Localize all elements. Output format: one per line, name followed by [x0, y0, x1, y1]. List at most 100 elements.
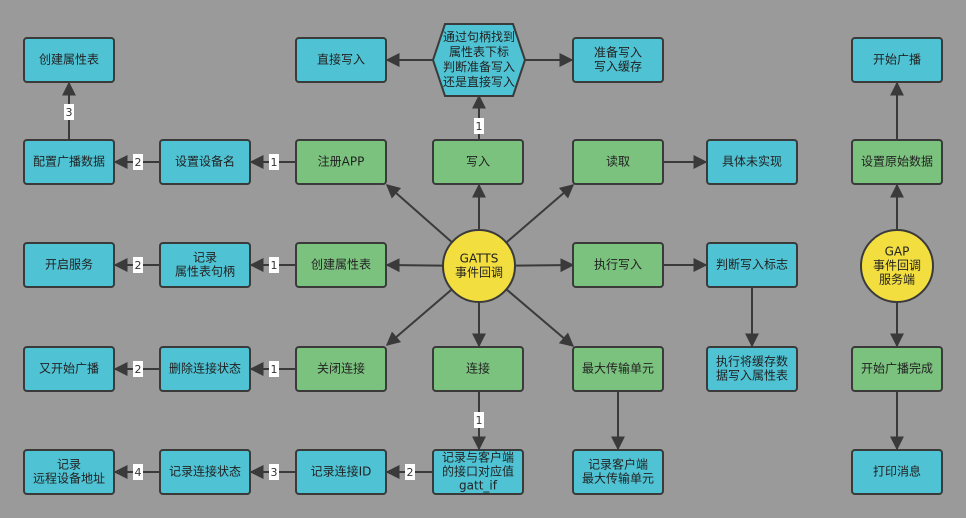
node-label-line: 记录: [193, 251, 217, 265]
node-label-line: 连接: [466, 361, 490, 376]
node-label-line: 注册APP: [318, 154, 365, 169]
node-write: 写入: [432, 139, 524, 185]
node-not-impl: 具体未实现: [706, 139, 798, 185]
step-number: 1: [271, 156, 278, 169]
step-number: 2: [407, 466, 414, 479]
node-label-line: 执行写入: [594, 258, 642, 272]
node-label-line: 设置设备名: [175, 154, 235, 169]
step-label-connid-to-state: 3: [269, 464, 279, 480]
node-label-line: 记录与客户端: [442, 450, 514, 465]
node-label-line: 执行将缓存数: [716, 354, 788, 369]
node-register-app: 注册APP: [295, 139, 387, 185]
node-connect: 连接: [432, 346, 524, 392]
node-label-line: 又开始广播: [39, 362, 99, 376]
node-restart-adv: 又开始广播: [23, 346, 115, 392]
node-config-adv-data: 配置广播数据: [23, 139, 115, 185]
node-judge-write-flag: 判断写入标志: [706, 242, 798, 288]
node-label-line: 直接写入: [317, 52, 365, 67]
step-label-write-to-find: 1: [474, 118, 484, 134]
node-label-line: gatt_if: [459, 479, 498, 493]
step-number: 2: [135, 259, 142, 272]
step-label-createattr-to-record: 1: [269, 257, 279, 273]
step-label-setname-to-config: 2: [133, 154, 143, 170]
node-label-line: 属性表句柄: [175, 265, 235, 279]
node-direct-write: 直接写入: [295, 37, 387, 83]
node-read: 读取: [572, 139, 664, 185]
node-print-msg: 打印消息: [851, 449, 943, 495]
node-label-line: 最大传输单元: [582, 471, 654, 486]
node-label-line: 还是直接写入: [443, 74, 515, 89]
edge-gatts-createattr: [385, 258, 444, 273]
node-label-line: 创建属性表: [39, 53, 99, 67]
node-label-line: GATTS: [460, 252, 499, 266]
node-label-line: 读取: [606, 155, 630, 169]
node-label-line: 判断准备写入: [443, 59, 515, 74]
node-create-attr-table: 创建属性表: [295, 242, 387, 288]
node-label-line: 删除连接状态: [169, 361, 241, 376]
step-label-port-to-connid: 2: [405, 464, 415, 480]
node-label-line: 通过句柄找到: [443, 30, 515, 44]
step-label-record-to-start: 2: [133, 257, 143, 273]
node-label-line: 记录: [57, 458, 81, 472]
node-label-line: 判断写入标志: [716, 257, 788, 272]
step-number: 2: [135, 363, 142, 376]
node-label-line: 属性表下标: [449, 45, 509, 59]
node-label-line: 准备写入: [594, 46, 642, 60]
node-label-line: 最大传输单元: [582, 361, 654, 376]
node-label-line: 的接口对应值: [442, 464, 514, 479]
node-label-line: 创建属性表: [311, 258, 371, 272]
node-start-service: 开启服务: [23, 242, 115, 288]
step-number: 1: [476, 120, 483, 133]
node-label-line: 记录连接ID: [311, 464, 372, 479]
step-number: 3: [271, 466, 278, 479]
edge-gatts-register: [385, 184, 453, 243]
node-label-line: 具体未实现: [722, 154, 782, 169]
node-mtu: 最大传输单元: [572, 346, 664, 392]
nodes: 创建属性表配置广播数据设置设备名注册APP直接写入准备写入写入缓存写入读取具体未…: [23, 23, 943, 495]
node-label-line: 关闭连接: [317, 361, 365, 376]
node-label-line: 据写入属性表: [716, 369, 788, 383]
node-adv-start-complete: 开始广播完成: [851, 346, 943, 392]
node-label-line: 记录连接状态: [169, 464, 241, 479]
node-label-line: 写入缓存: [594, 60, 642, 74]
node-label-line: 事件回调: [455, 266, 503, 280]
node-set-raw-data: 设置原始数据: [851, 139, 943, 185]
node-create-attr-table-top: 创建属性表: [23, 37, 115, 83]
node-start-adv: 开始广播: [851, 37, 943, 83]
node-exec-write: 执行写入: [572, 242, 664, 288]
node-label-line: GAP: [885, 245, 910, 259]
step-number: 3: [66, 106, 73, 119]
step-label-connect-to-port: 1: [474, 412, 484, 428]
step-label-register-to-setname: 1: [269, 154, 279, 170]
node-label-line: 写入: [466, 155, 490, 169]
node-delete-conn-state: 删除连接状态: [159, 346, 251, 392]
node-label-line: 配置广播数据: [33, 154, 105, 169]
node-close-conn: 关闭连接: [295, 346, 387, 392]
edge-gatts-mtu: [505, 288, 575, 347]
step-label-close-to-delete: 1: [269, 361, 279, 377]
node-record-conn-state: 记录连接状态: [159, 449, 251, 495]
step-number: 1: [271, 259, 278, 272]
node-record-conn-id: 记录连接ID: [295, 449, 387, 495]
node-label-line: 开始广播完成: [861, 361, 933, 376]
node-label-line: 记录客户端: [588, 457, 648, 472]
edge-gatts-execwrite: [514, 258, 575, 273]
step-number: 4: [135, 466, 142, 479]
node-label-line: 远程设备地址: [33, 471, 105, 486]
edge-gatts-close: [385, 288, 453, 346]
step-label-state-to-addr: 4: [133, 464, 143, 480]
node-label-line: 服务端: [879, 272, 915, 287]
step-number: 2: [135, 156, 142, 169]
node-label-line: 开启服务: [45, 257, 93, 272]
node-label-line: 开始广播: [873, 53, 921, 67]
